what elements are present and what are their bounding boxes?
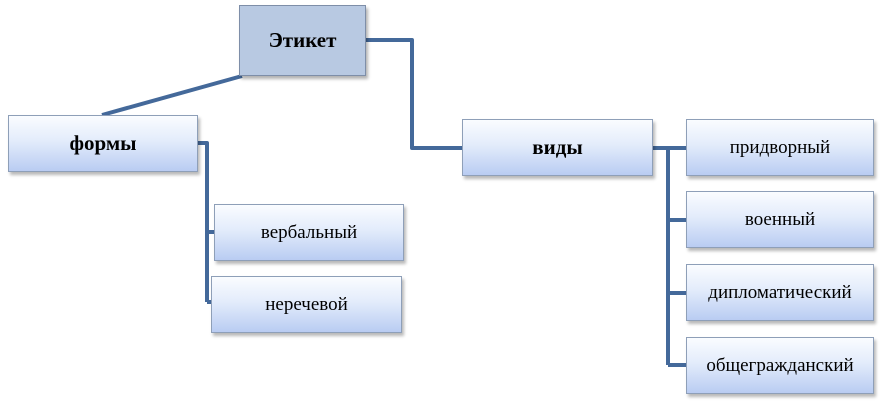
node-etiquette: Этикет (239, 5, 366, 76)
node-diplomatic: дипломатический (686, 264, 874, 321)
node-types: виды (462, 119, 653, 176)
connector-root-types (366, 38, 462, 150)
node-court: придворный (686, 119, 874, 176)
connector-root-forms (101, 74, 243, 117)
node-civil: общегражданский (686, 337, 874, 394)
node-nonverbal: неречевой (211, 276, 402, 333)
node-forms: формы (8, 115, 198, 172)
node-military: военный (686, 191, 874, 248)
node-verbal: вербальный (214, 204, 404, 261)
connector-forms-trunk (198, 141, 209, 302)
